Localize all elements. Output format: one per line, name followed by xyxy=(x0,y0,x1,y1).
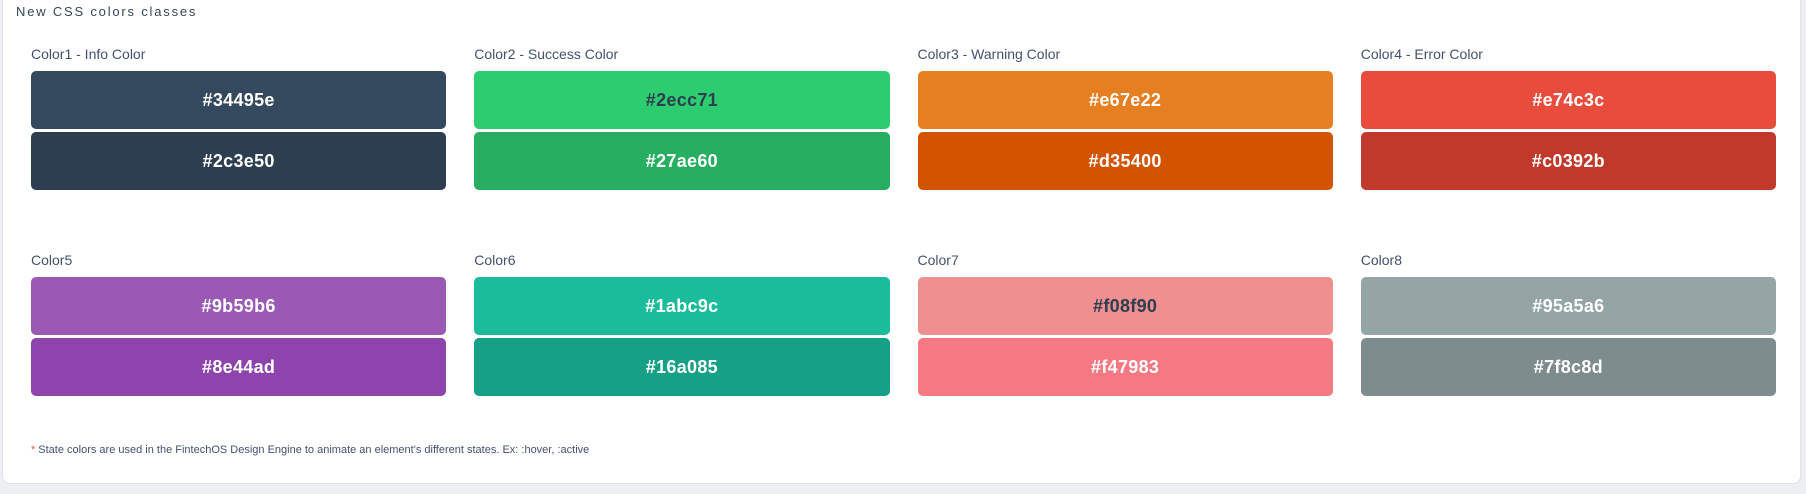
color-swatch: #7f8c8d xyxy=(1360,338,1776,396)
page-title: New CSS colors classes xyxy=(16,4,198,19)
color-swatch: #2c3e50 xyxy=(31,132,447,190)
color-swatch: #8e44ad xyxy=(31,338,447,396)
panel-content: Color1 - Info Color #34495e#2c3e50 Color2 … xyxy=(3,46,1800,456)
color-group-label: Color6 xyxy=(474,252,516,268)
color-group-label: Color5 xyxy=(31,252,73,268)
colors-panel: New CSS colors classes Color1 - Info Col… xyxy=(2,0,1801,484)
color-group-label: Color4 - Error Color xyxy=(1360,46,1483,62)
color-group: Color8 #95a5a6#7f8c8d xyxy=(1360,252,1776,396)
color-group: Color4 - Error Color #e74c3c#c0392b xyxy=(1360,46,1776,190)
color-swatch: #e67e22 xyxy=(917,71,1333,129)
color-group: Color6 #1abc9c#16a085 xyxy=(474,252,890,396)
color-swatch: #2ecc71 xyxy=(474,71,890,129)
footnote-text: State colors are used in the FintechOS D… xyxy=(38,444,590,456)
color-group-label: Color2 - Success Color xyxy=(474,46,619,62)
color-swatch: #95a5a6 xyxy=(1360,277,1776,335)
color-swatch: #9b59b6 xyxy=(31,277,447,335)
color-swatch: #c0392b xyxy=(1360,132,1776,190)
color-group-label: Color7 xyxy=(917,252,959,268)
color-swatch: #e74c3c xyxy=(1360,71,1776,129)
color-group-label: Color8 xyxy=(1360,252,1402,268)
color-group: Color5 #9b59b6#8e44ad xyxy=(31,252,447,396)
color-group-label: Color3 - Warning Color xyxy=(917,46,1061,62)
color-swatch: #16a085 xyxy=(474,338,890,396)
color-group: Color7 #f08f90#f47983 xyxy=(917,252,1333,396)
color-swatch: #f47983 xyxy=(917,338,1333,396)
color-swatch: #d35400 xyxy=(917,132,1333,190)
color-swatch: #1abc9c xyxy=(474,277,890,335)
color-group-label: Color1 - Info Color xyxy=(31,46,146,62)
color-swatch: #27ae60 xyxy=(474,132,890,190)
color-group: Color1 - Info Color #34495e#2c3e50 xyxy=(31,46,447,190)
footnote-asterisk: * xyxy=(31,444,36,456)
footnote: *State colors are used in the FintechOS … xyxy=(31,444,1776,456)
color-grid: Color1 - Info Color #34495e#2c3e50 Color2 … xyxy=(31,46,1776,396)
color-group: Color3 - Warning Color #e67e22#d35400 xyxy=(917,46,1333,190)
color-swatch: #f08f90 xyxy=(917,277,1333,335)
color-group: Color2 - Success Color #2ecc71#27ae60 xyxy=(474,46,890,190)
color-swatch: #34495e xyxy=(31,71,447,129)
